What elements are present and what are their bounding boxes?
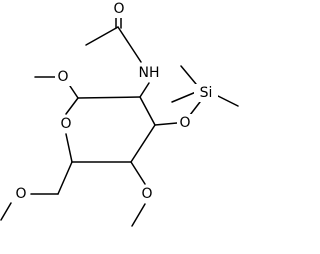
c4-methoxy-oxygen-label: O [141,186,152,202]
bond-c6-methoxy-methyl [0,202,12,221]
bond-silicon-methyl-2 [171,91,197,103]
atom-labels: O NH O O O Si O O [13,0,218,203]
silicon-label: Si [200,85,213,101]
bond-c3-silyl-oxygen [154,122,178,126]
bond-c5-c6 [57,161,73,195]
bond-c5-ring-oxygen [65,133,73,163]
amide-nitrogen-label: NH [139,65,160,81]
bond-c1-c2 [77,96,141,99]
molecule-diagram: O NH O O O Si O O [0,0,239,227]
bond-silyl-oxygen-silicon [189,101,201,116]
bond-ring-oxygen-c1 [65,97,79,115]
bond-c4-methoxy-methyl [131,203,146,227]
bond-carbonyl-to-nitrogen [117,26,142,63]
bond-acetyl-methyl [85,26,119,46]
ring-oxygen-label: O [60,116,71,132]
bond-silicon-methyl-3 [217,95,239,107]
bonds [0,10,239,227]
structure-svg: O NH O O O Si O O [0,0,239,227]
c6-methoxy-oxygen-label: O [15,186,26,202]
bond-c3-c4 [130,124,156,163]
bond-silicon-methyl-1 [180,65,197,85]
bond-c4-methoxy-oxygen [130,161,146,185]
anomeric-methoxy-oxygen-label: O [57,69,68,85]
bond-nitrogen-c2 [139,82,150,98]
bond-c2-c3 [139,96,156,126]
bond-anomeric-oxygen-c1 [69,85,79,99]
silyl-ether-oxygen-label: O [179,115,190,131]
carbonyl-oxygen-label: O [113,1,124,17]
